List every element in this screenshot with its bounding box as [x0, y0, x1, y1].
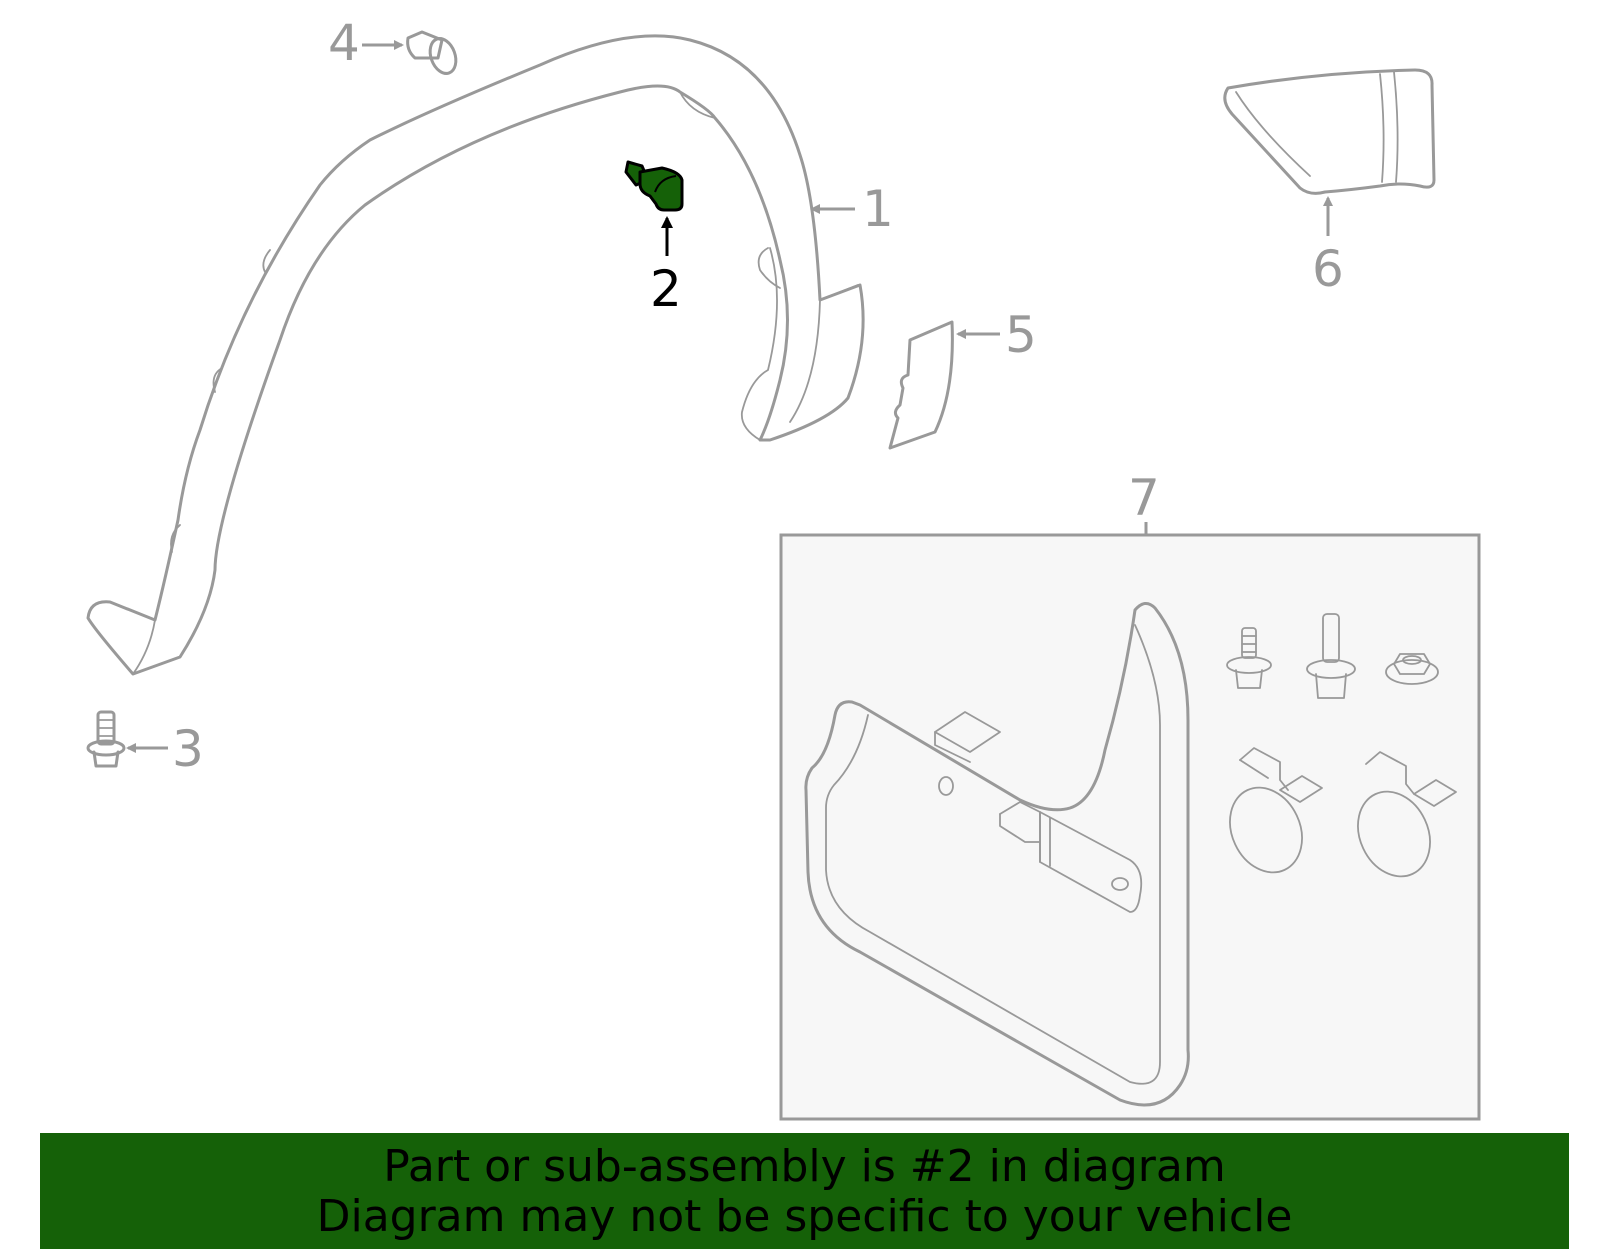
callout-7: 7 [1128, 469, 1160, 527]
callout-2: 2 [650, 260, 682, 318]
banner-line-2: Diagram may not be specific to your vehi… [316, 1191, 1293, 1242]
part-6-trim [1223, 68, 1436, 195]
callout-3: 3 [172, 720, 204, 778]
callout-4: 4 [328, 14, 360, 72]
part-2-clip [624, 160, 684, 212]
callout-5: 5 [1005, 306, 1037, 364]
part-7-mud-flap-kit [779, 522, 1481, 1121]
part-3-bolt [86, 710, 126, 768]
part-4-push-pin [406, 30, 458, 75]
disclaimer-banner: Part or sub-assembly is #2 in diagram Di… [40, 1133, 1569, 1249]
banner-line-1: Part or sub-assembly is #2 in diagram [383, 1141, 1226, 1192]
part-5-extension [888, 320, 954, 450]
callout-6: 6 [1312, 240, 1344, 298]
callout-1: 1 [862, 180, 894, 238]
part-1-wheel-flare [86, 34, 865, 676]
